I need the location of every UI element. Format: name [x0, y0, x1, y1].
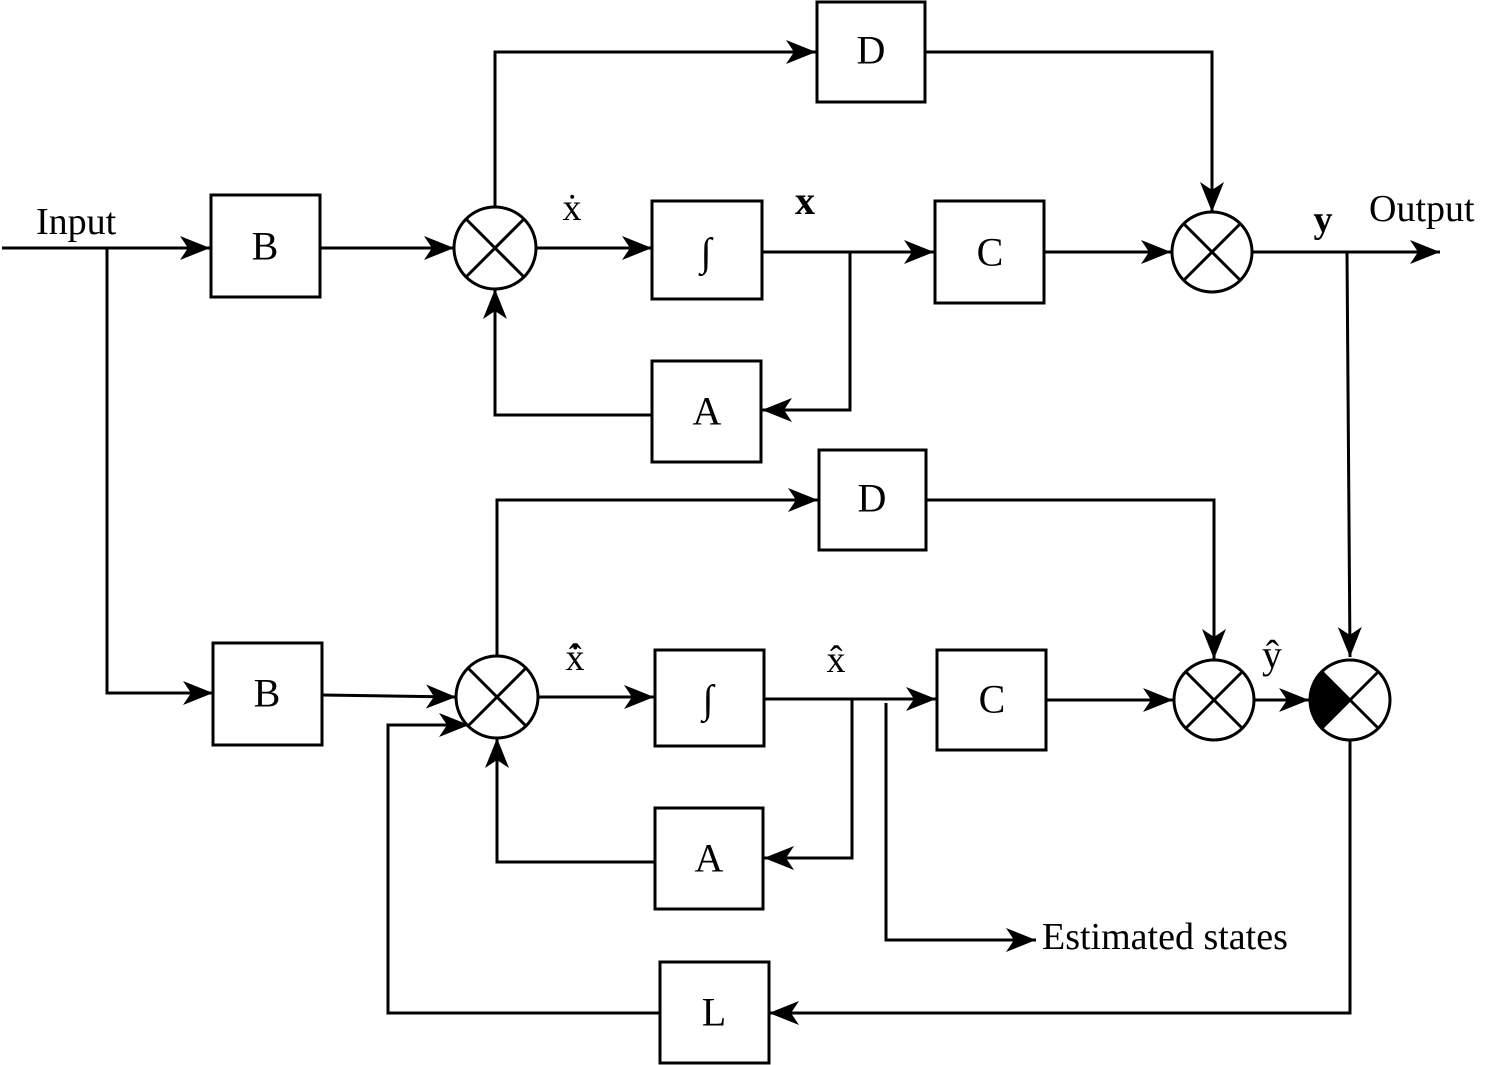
- plant-integrator-label: ∫: [698, 230, 715, 277]
- input-label: Input: [36, 201, 117, 243]
- observer-l-label: L: [702, 990, 726, 1035]
- plant-d-block: D: [815, 0, 927, 104]
- plant-c-label: C: [977, 230, 1004, 275]
- observer-a-block: A: [653, 806, 765, 911]
- wire-l-to-ob-sum1: [386, 713, 660, 1015]
- observer-b-label: B: [254, 671, 281, 716]
- observer-c-label: C: [979, 677, 1006, 722]
- plant-c-block: C: [933, 199, 1046, 305]
- observer-d-label: D: [858, 476, 887, 521]
- wire-error-to-l: [769, 739, 1352, 1025]
- observer-a-label: A: [695, 836, 724, 881]
- observer-integrator-label: ∫: [700, 677, 717, 724]
- wire-xhat-to-a: [764, 699, 854, 870]
- observer-wires: [321, 488, 1352, 1025]
- plant-x-dot-label: ẋ: [563, 187, 582, 229]
- observer-b-block: B: [211, 641, 324, 747]
- plant-output-summing-junction: [1170, 210, 1254, 294]
- observer-integrator-block: ∫: [653, 648, 766, 748]
- plant-b-label: B: [252, 224, 279, 269]
- wire-estimated-states: [884, 703, 1036, 952]
- observer-xhat-label: x̂: [827, 639, 846, 681]
- wire-input-to-observer-b: [105, 248, 213, 705]
- observer-yhat-label: ŷ: [1262, 632, 1282, 677]
- observer-d-block: D: [817, 448, 928, 552]
- wire-ob-d-to-sum2: [927, 498, 1226, 659]
- wire-d-to-sum2: [925, 50, 1224, 212]
- plant-wires: [2, 40, 1440, 705]
- error-summing-junction: [1308, 658, 1392, 742]
- plant-integrator-block: ∫: [650, 199, 764, 301]
- plant-x-label: x: [795, 178, 815, 223]
- plant-y-label: y: [1314, 199, 1333, 241]
- wire-x-to-a: [762, 252, 852, 422]
- wire-ob-sum1-to-d: [495, 488, 818, 656]
- wire-ob-a-to-sum1: [485, 738, 654, 864]
- plant-a-block: A: [650, 359, 763, 464]
- observer-state-summing-junction: [454, 654, 540, 740]
- observer-c-block: C: [935, 648, 1048, 752]
- estimated-states-label: Estimated states: [1042, 916, 1288, 958]
- observer-output-summing-junction: [1172, 658, 1256, 742]
- observer-l-block: L: [658, 960, 771, 1065]
- plant-a-label: A: [693, 389, 722, 434]
- output-label: Output: [1369, 188, 1475, 230]
- observer-xhat-dot-label: x̂̇: [566, 637, 585, 679]
- plant-d-label: D: [857, 28, 886, 73]
- wire-sum1-to-d: [493, 40, 816, 207]
- plant-state-summing-junction: [452, 205, 538, 291]
- wire-y-to-error-sum: [1337, 251, 1362, 658]
- wire-a-to-sum1: [483, 289, 652, 417]
- plant-b-block: B: [209, 193, 322, 299]
- wire-ob-b-to-sum1: [321, 684, 457, 709]
